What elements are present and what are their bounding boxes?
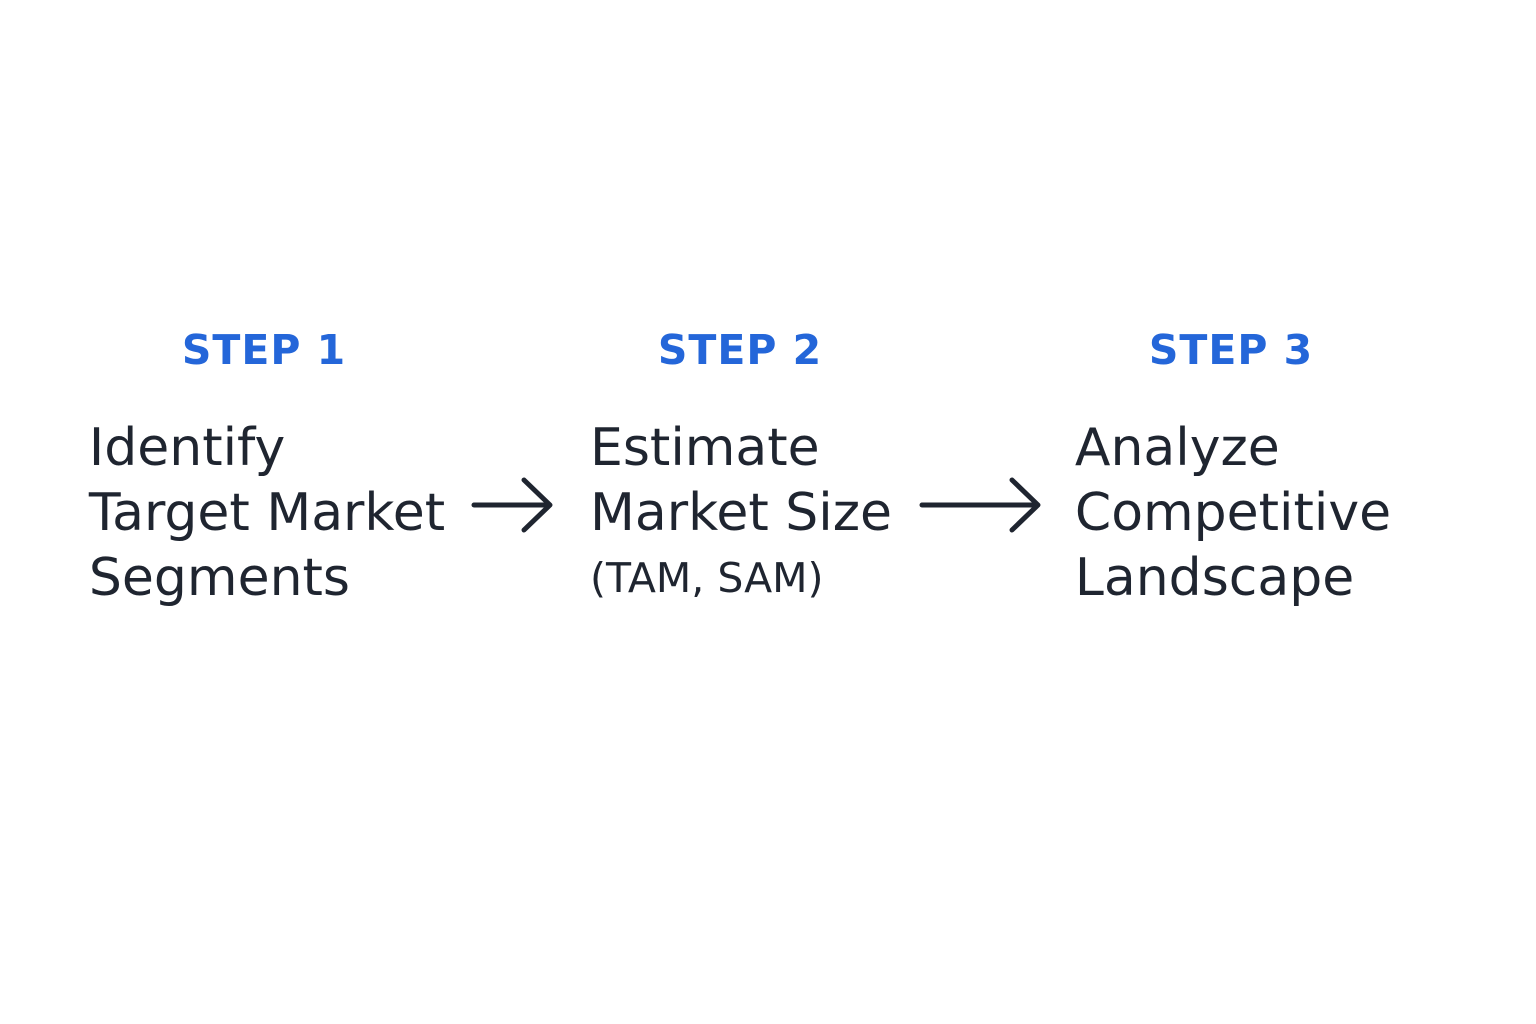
step-3-title: Analyze Competitive Landscape <box>1075 416 1391 611</box>
step-1-line-1: Identify <box>88 418 286 478</box>
step-3-label: STEP 3 <box>1148 326 1314 374</box>
step-1-line-3: Segments <box>88 548 351 608</box>
step-2-line-2: Market Size <box>589 483 893 543</box>
arrow-2-head <box>1009 477 1041 533</box>
step-2-line-3: (TAM, SAM) <box>589 554 824 602</box>
arrow-right-icon <box>919 477 1041 533</box>
step-3-line-2: Competitive <box>1074 483 1392 543</box>
arrow-1-head <box>521 477 553 533</box>
step-1-title: Identify Target Market Segments <box>89 416 445 611</box>
step-2-label: STEP 2 <box>657 326 823 374</box>
step-2-line-1: Estimate <box>589 418 820 478</box>
arrow-right-icon <box>471 477 553 533</box>
step-3-line-1: Analyze <box>1074 418 1280 478</box>
step-3-line-3: Landscape <box>1074 548 1355 608</box>
step-2-title: Estimate Market Size (TAM, SAM) <box>590 416 892 611</box>
step-1-label: STEP 1 <box>181 326 347 374</box>
step-1-line-2: Target Market <box>88 483 446 543</box>
